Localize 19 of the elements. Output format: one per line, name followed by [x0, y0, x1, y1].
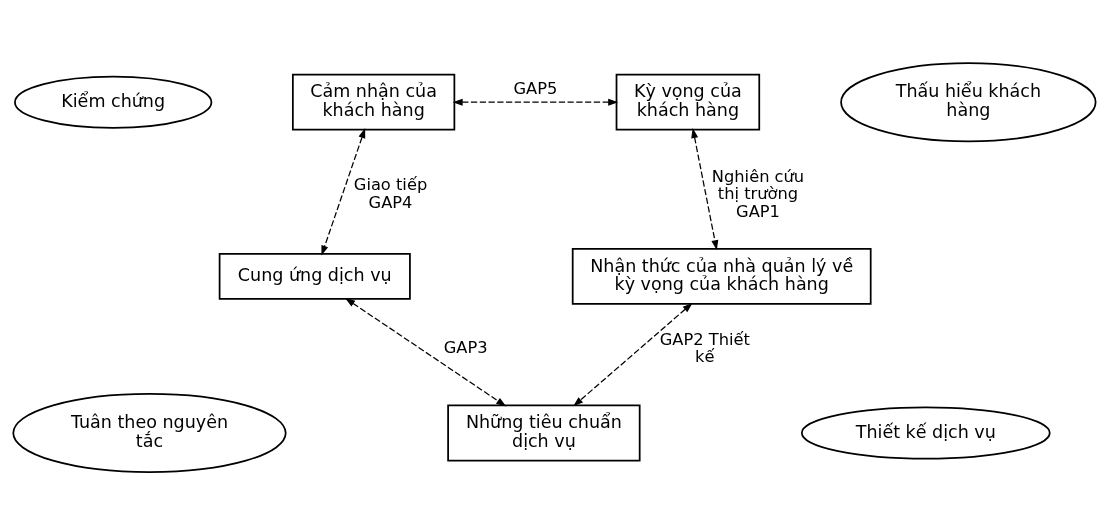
- edge-label: GAP5: [513, 78, 558, 98]
- edge-label: GAP2 Thiết kế: [659, 328, 750, 366]
- arrow: [452, 98, 619, 106]
- arrow: [573, 302, 693, 406]
- node-ellipse: Thấu hiểu khách hàng: [840, 61, 1097, 142]
- arrow: [691, 127, 719, 250]
- node-box: Những tiêu chuẩn dịch vụ: [447, 404, 641, 461]
- node-box: Cảm nhận của khách hàng: [291, 73, 456, 131]
- node-ellipse: Kiểm chứng: [14, 75, 213, 129]
- edge-label: Giao tiếp GAP4: [353, 174, 428, 212]
- node-ellipse: Thiết kế dịch vụ: [800, 406, 1051, 460]
- edge-label: Nghiên cứu thị trường GAP1: [711, 166, 805, 221]
- node-ellipse: Tuân theo nguyên tắc: [12, 392, 287, 473]
- node-box: Cung ứng dịch vụ: [218, 252, 411, 300]
- arrow: [345, 297, 507, 406]
- edge-label: GAP3: [443, 337, 488, 357]
- node-box: Kỳ vọng của khách hàng: [615, 73, 761, 131]
- arrow: [321, 127, 366, 256]
- node-box: Nhận thức của nhà quản lý về kỳ vọng của khách hàng: [571, 247, 872, 305]
